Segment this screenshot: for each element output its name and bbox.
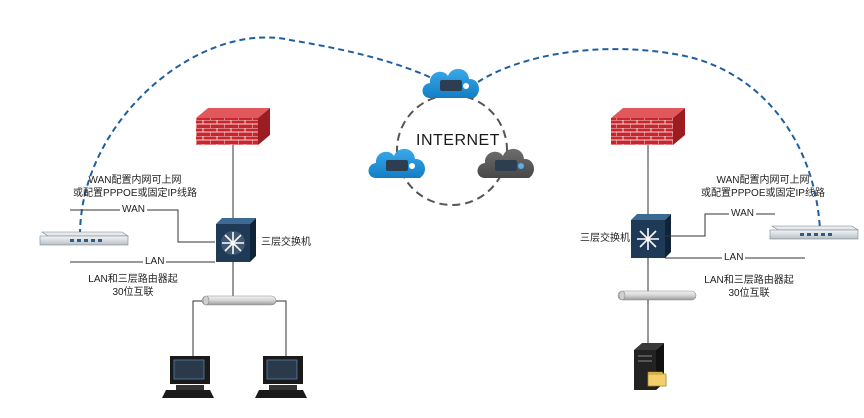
right-router-note-line2: 或配置PPPOE或固定IP线路 (701, 187, 825, 199)
router-left-icon (39, 231, 129, 246)
internet-label: INTERNET (416, 132, 500, 149)
left-router-note: WAN配置内网可上网 或配置PPPOE或固定IP线路 (70, 175, 200, 200)
firewall-left-icon (196, 108, 270, 145)
left-lan-note-line1: LAN和三层路由器起 (88, 274, 178, 285)
left-switch-label: 三层交换机 (261, 237, 311, 248)
right-router-note: WAN配置内网可上网 或配置PPPOE或固定IP线路 (698, 175, 828, 200)
server-right-icon (634, 343, 667, 390)
right-lan-note: LAN和三层路由器起 30位互联 (694, 275, 804, 300)
left-lan-note: LAN和三层路由器起 30位互联 (78, 274, 188, 299)
right-lan-note-line1: LAN和三层路由器起 (704, 275, 794, 286)
router-right-icon (769, 225, 859, 240)
cloud-right-icon (477, 148, 535, 178)
firewall-right-icon (611, 108, 685, 145)
left-wan-label: WAN (120, 204, 147, 217)
link-bus-pc1 (192, 300, 202, 360)
layer3-switch-left-icon (216, 218, 256, 262)
right-router-note-line1: WAN配置内网可上网 (716, 175, 810, 186)
wan-link-right (665, 213, 775, 237)
cloud-top-icon (422, 68, 480, 98)
pc-left-2-icon (255, 356, 307, 398)
right-switch-label: 三层交换机 (580, 233, 630, 244)
left-router-note-line1: WAN配置内网可上网 (88, 175, 182, 186)
right-wan-label: WAN (729, 208, 756, 221)
link-bus-pc2 (276, 300, 287, 360)
vpn-tunnel-right (477, 48, 821, 231)
pc-left-1-icon (162, 356, 214, 398)
right-lan-label: LAN (722, 252, 746, 265)
internet-ring (396, 94, 508, 206)
left-lan-note-line2: 30位互联 (112, 286, 154, 298)
left-router-note-line2: 或配置PPPOE或固定IP线路 (73, 187, 197, 199)
lan-bus-right-icon (617, 290, 697, 301)
right-lan-note-line2: 30位互联 (728, 287, 770, 299)
lan-bus-left-icon (201, 295, 277, 306)
cloud-left-icon (368, 148, 426, 178)
left-lan-label: LAN (143, 256, 167, 269)
vpn-tunnel-left (79, 36, 441, 236)
